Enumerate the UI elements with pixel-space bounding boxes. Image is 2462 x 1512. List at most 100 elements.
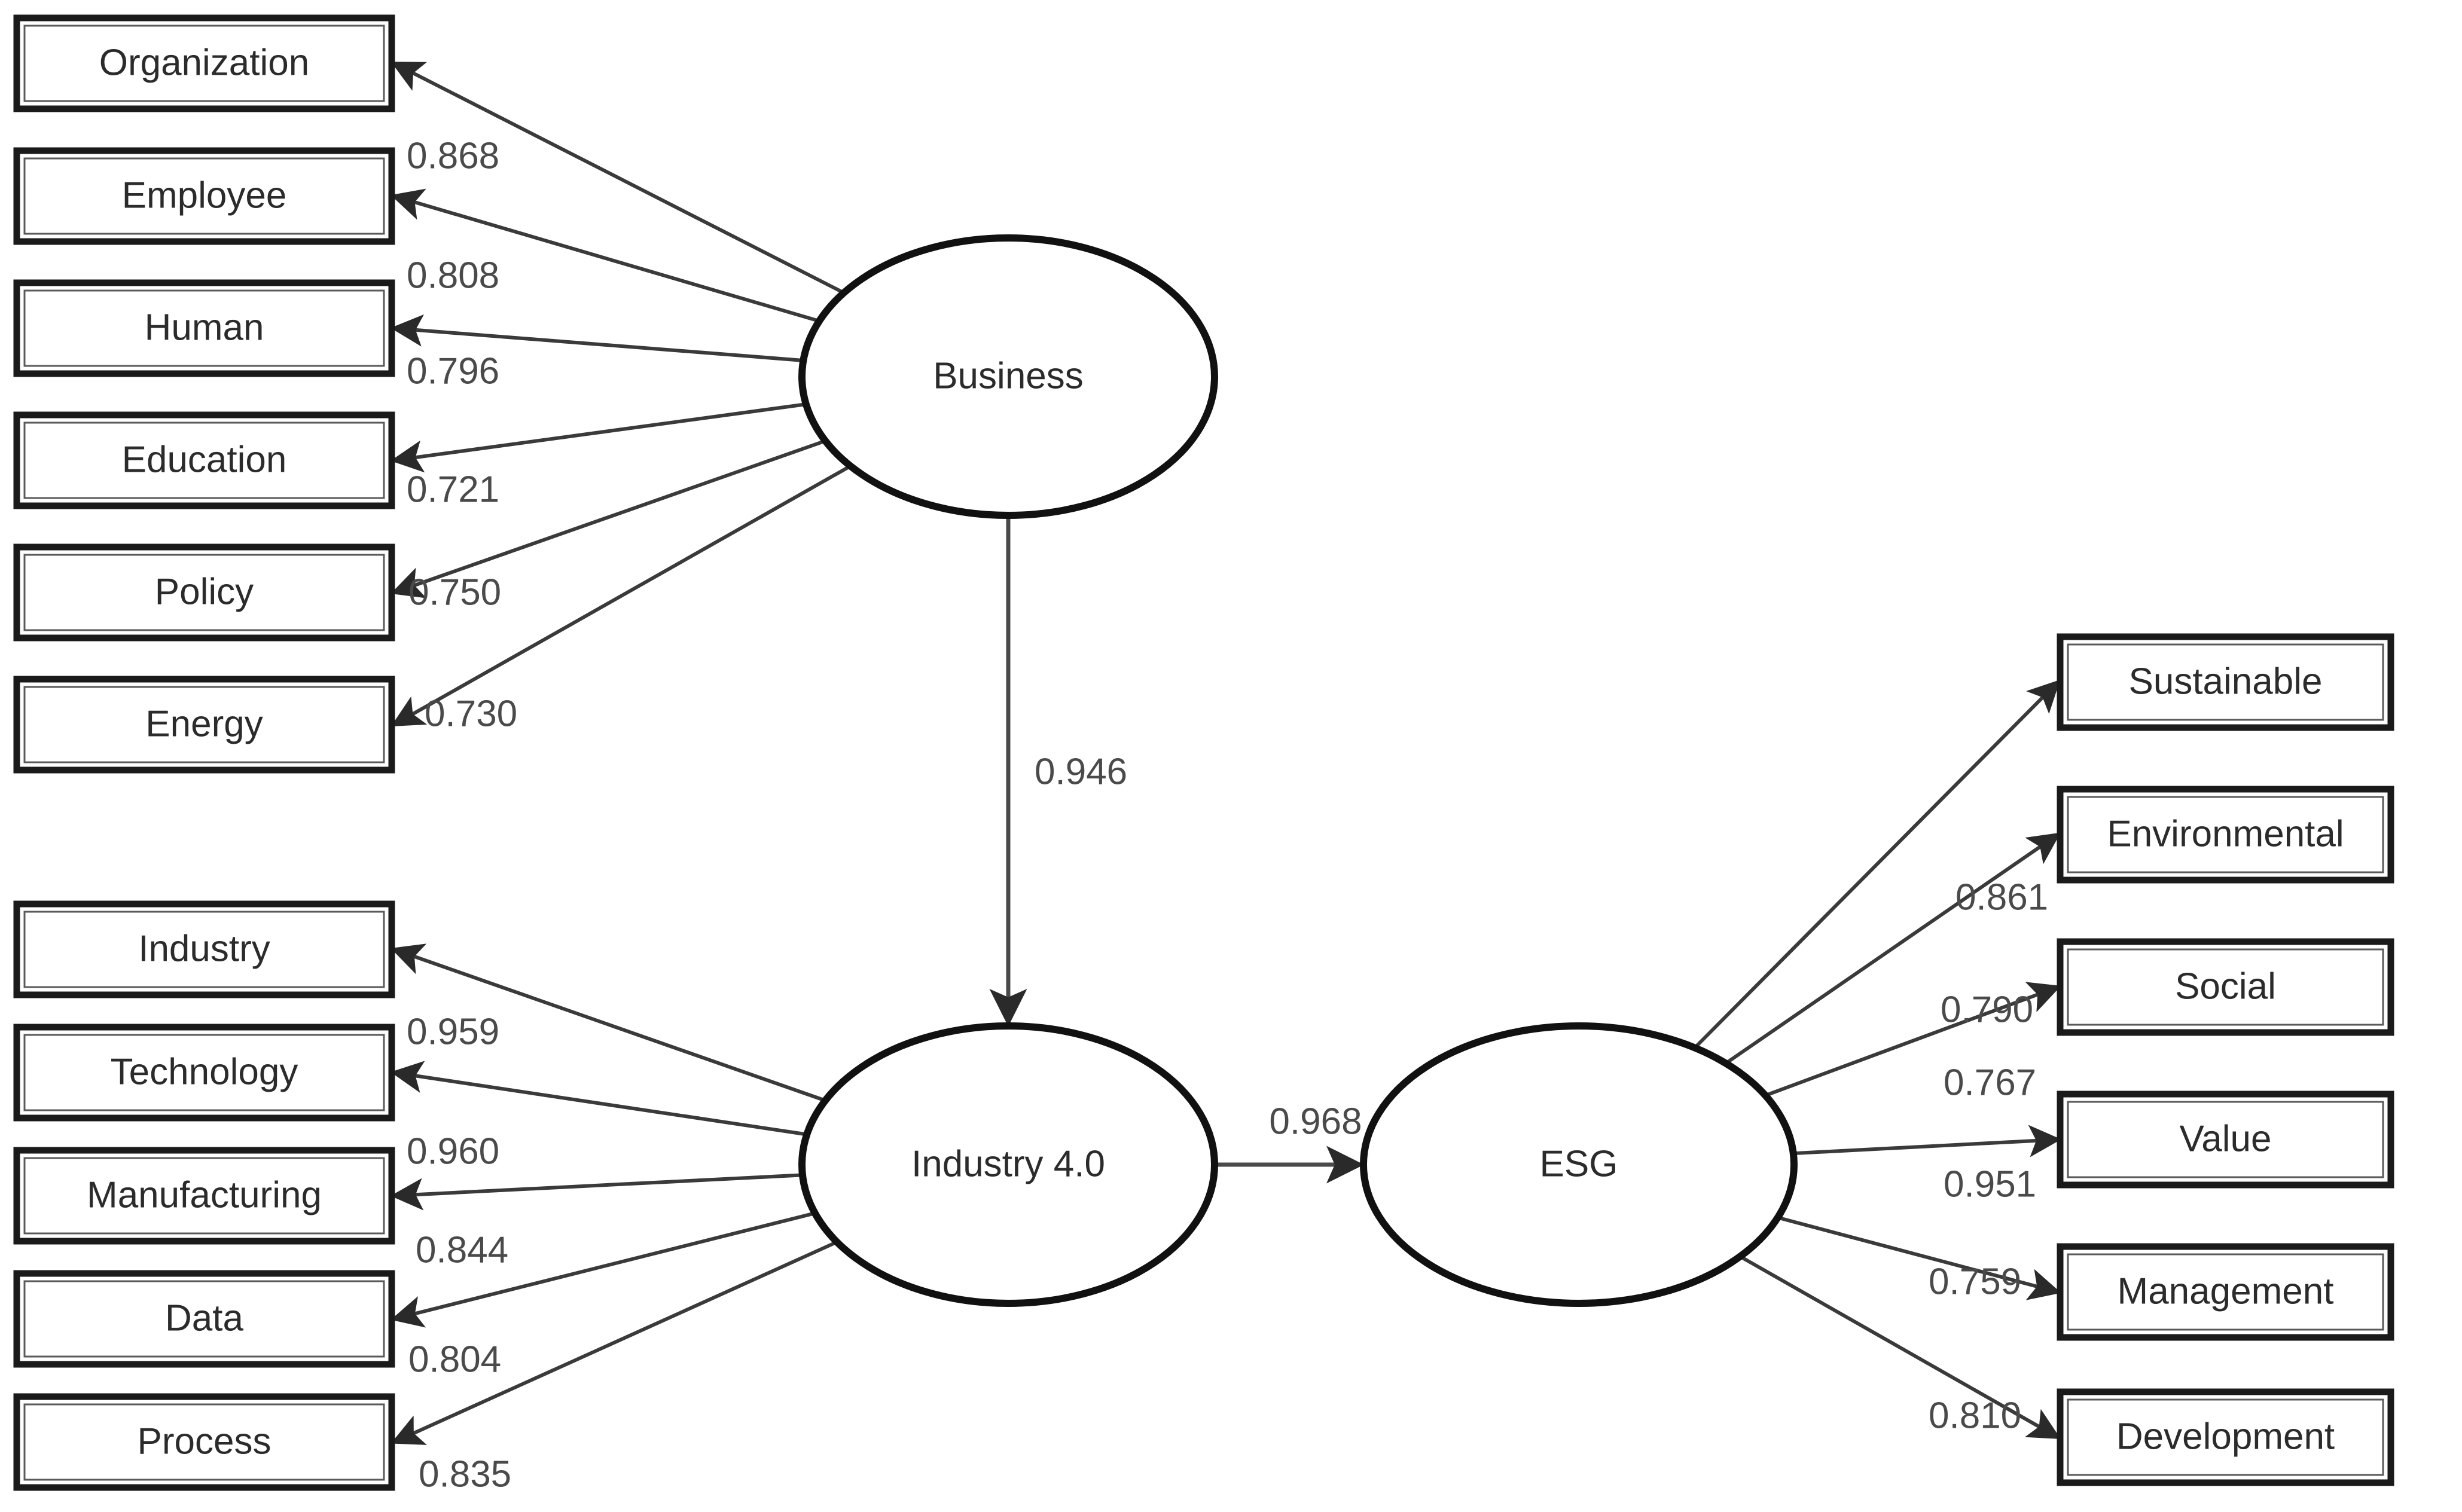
indicator-box-label: Manufacturing <box>87 1174 322 1215</box>
indicator-box-outline <box>2057 633 2394 731</box>
measurement-arrow-industry40-technology <box>390 1061 807 1137</box>
indicator-box-inner-line <box>23 554 385 631</box>
indicator-box-inner-line <box>23 1034 385 1111</box>
indicator-box-outline <box>2057 938 2394 1036</box>
coefficient-label-business-policy: 0.750 <box>408 572 501 613</box>
latent-node-label: Industry 4.0 <box>911 1143 1105 1184</box>
indicator-box-management[interactable]: Management <box>2057 1243 2394 1341</box>
indicator-box-development[interactable]: Development <box>2057 1388 2394 1486</box>
indicator-box-label: Human <box>145 307 264 348</box>
indicator-box-human[interactable]: Human <box>13 279 395 377</box>
indicator-box-outline <box>13 1147 395 1245</box>
indicator-box-value[interactable]: Value <box>2057 1091 2394 1189</box>
indicator-box-label: Development <box>2116 1416 2335 1457</box>
indicator-box-inner-line <box>23 911 385 988</box>
indicator-box-outline <box>2057 1388 2394 1486</box>
indicator-box-industry[interactable]: Industry <box>13 900 395 998</box>
indicator-box-outline <box>13 1393 395 1491</box>
coefficient-label-business-human: 0.796 <box>407 350 499 392</box>
coefficient-label-esg-value: 0.951 <box>1944 1163 2036 1205</box>
indicator-box-inner-line <box>2067 1101 2384 1178</box>
indicator-box-inner-line <box>23 1157 385 1235</box>
coefficient-label-esg-management: 0.759 <box>1929 1261 2021 1302</box>
indicator-box-inner-line <box>2067 643 2384 721</box>
coefficient-label-industry40-process: 0.835 <box>419 1453 511 1495</box>
indicator-box-outline <box>13 1270 395 1368</box>
measurement-arrow-esg-social <box>1764 982 2061 1098</box>
indicator-box-social[interactable]: Social <box>2057 938 2394 1036</box>
coefficient-label-business-education: 0.721 <box>407 469 499 510</box>
indicator-box-inner-line <box>2067 796 2384 873</box>
coefficient-label-business-employee: 0.808 <box>407 255 499 296</box>
indicator-box-label: Energy <box>145 703 263 744</box>
indicator-box-label: Value <box>2180 1118 2272 1159</box>
indicator-box-organization[interactable]: Organization <box>13 14 395 112</box>
indicator-box-environmental[interactable]: Environmental <box>2057 786 2394 884</box>
indicator-box-manufacturing[interactable]: Manufacturing <box>13 1147 395 1245</box>
indicator-box-inner-line <box>23 1403 385 1481</box>
latent-node-label: Business <box>933 355 1084 396</box>
measurement-arrow-business-education <box>390 402 807 473</box>
latent-node-business[interactable]: Business <box>798 234 1218 519</box>
indicator-box-label: Technology <box>111 1051 298 1092</box>
indicator-box-policy[interactable]: Policy <box>13 543 395 642</box>
indicator-box-inner-line <box>23 1280 385 1358</box>
coefficient-label-esg-sustainable: 0.861 <box>1955 876 2048 918</box>
indicator-box-label: Social <box>2175 966 2276 1007</box>
indicator-box-label: Policy <box>155 571 254 612</box>
indicator-box-label: Industry <box>138 928 270 969</box>
measurement-arrow-business-organization <box>390 62 845 295</box>
indicator-box-data[interactable]: Data <box>13 1270 395 1368</box>
indicator-box-process[interactable]: Process <box>13 1393 395 1491</box>
measurement-arrow-business-human <box>390 314 804 362</box>
coefficient-label-industry40-technology: 0.960 <box>407 1131 499 1172</box>
indicator-box-label: Education <box>122 439 287 480</box>
measurement-arrow-esg-development <box>1739 1254 2061 1439</box>
indicator-box-label: Data <box>165 1297 243 1339</box>
coefficient-label-esg-environmental: 0.790 <box>1941 989 2033 1030</box>
indicator-box-label: Employee <box>122 175 287 216</box>
coefficient-label-industry40-to-esg: 0.968 <box>1269 1101 1362 1142</box>
coefficient-label-business-to-industry40: 0.946 <box>1035 751 1127 792</box>
indicator-box-energy[interactable]: Energy <box>13 676 395 774</box>
indicator-box-inner-line <box>2067 1398 2384 1476</box>
measurement-arrow-business-policy <box>390 439 826 598</box>
measurement-arrow-esg-management <box>1777 1215 2061 1300</box>
measurement-arrow-business-employee <box>390 188 820 323</box>
coefficient-label-business-energy: 0.730 <box>425 693 517 734</box>
indicator-box-label: Process <box>138 1421 271 1462</box>
indicator-box-label: Environmental <box>2107 813 2344 854</box>
indicator-box-sustainable[interactable]: Sustainable <box>2057 633 2394 731</box>
edge-lines-group <box>390 62 2061 1445</box>
measurement-arrow-industry40-data <box>390 1211 816 1328</box>
latent-node-label: ESG <box>1540 1143 1618 1184</box>
indicator-box-inner-line <box>23 421 385 499</box>
indicator-box-outline <box>13 676 395 774</box>
indicator-box-inner-line <box>23 157 385 235</box>
measurement-arrow-esg-sustainable <box>1693 679 2061 1049</box>
indicator-box-employee[interactable]: Employee <box>13 147 395 245</box>
indicator-box-label: Organization <box>99 42 310 83</box>
latent-node-esg[interactable]: ESG <box>1360 1022 1798 1307</box>
latent-node-industry40[interactable]: Industry 4.0 <box>798 1022 1218 1307</box>
coefficient-label-esg-social: 0.767 <box>1944 1062 2036 1103</box>
measurement-arrow-industry40-process <box>390 1240 838 1445</box>
indicator-box-outline <box>13 147 395 245</box>
indicator-box-education[interactable]: Education <box>13 411 395 509</box>
indicator-box-inner-line <box>2067 1253 2384 1331</box>
indicator-box-outline <box>13 411 395 509</box>
coefficient-label-esg-development: 0.810 <box>1929 1395 2021 1436</box>
indicator-box-inner-line <box>23 289 385 367</box>
indicator-box-technology[interactable]: Technology <box>13 1024 395 1122</box>
measurement-arrow-esg-environmental <box>1725 832 2061 1065</box>
indicator-boxes-group: OrganizationEmployeeHumanEducationPolicy… <box>13 14 2394 1491</box>
coefficient-labels-group: 0.868 0.808 0.796 0.721 0.750 0.730 0.959 0.960… <box>407 135 2048 1495</box>
indicator-box-outline <box>13 14 395 112</box>
coefficient-label-industry40-data: 0.804 <box>408 1339 501 1380</box>
coefficient-label-industry40-industry: 0.959 <box>407 1011 499 1052</box>
measurement-arrow-business-energy <box>390 464 852 726</box>
coefficient-label-business-organization: 0.868 <box>407 135 499 176</box>
